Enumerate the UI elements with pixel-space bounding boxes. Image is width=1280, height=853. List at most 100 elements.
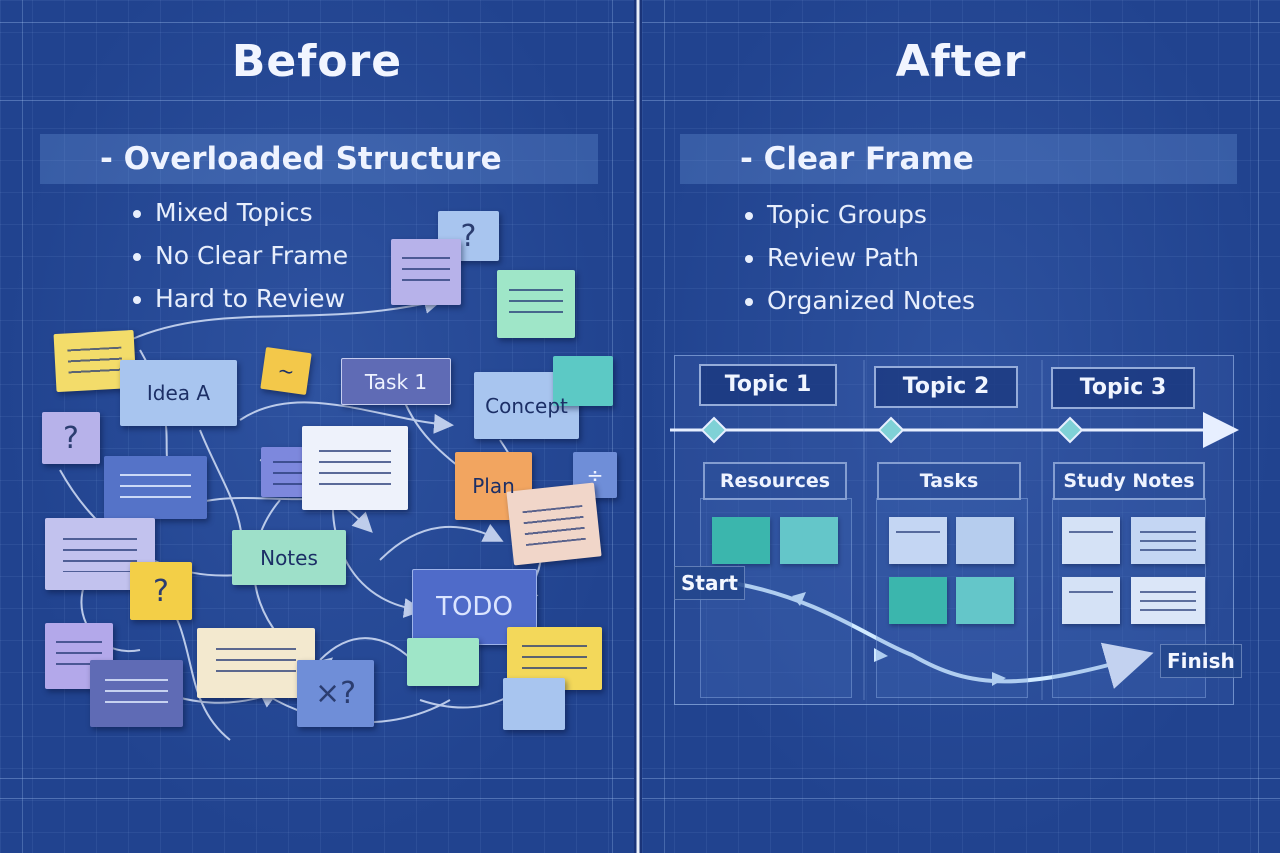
guide-line: [0, 778, 634, 779]
after-panel: After - Clear Frame Topic Groups Review …: [642, 0, 1280, 853]
start-label: Start: [674, 566, 745, 600]
sticky-note: [104, 456, 207, 519]
sticky-note-idea: Idea A: [120, 360, 237, 426]
sticky-note: [302, 426, 408, 510]
topic-2-box: Topic 2: [874, 366, 1018, 408]
before-panel: Before - Overloaded Structure Mixed Topi…: [0, 0, 634, 853]
sticky-note: [391, 239, 461, 305]
note-text: ÷: [586, 463, 604, 487]
sticky-note: [503, 678, 565, 730]
sticky-note: [497, 270, 575, 338]
bullet-dot: [745, 212, 753, 220]
card-lines: [895, 531, 941, 535]
bullet-text: Organized Notes: [767, 286, 976, 315]
guide-line: [0, 22, 634, 23]
before-heading: - Overloaded Structure: [40, 134, 598, 184]
note-text: Concept: [485, 393, 568, 418]
note-card: [1062, 577, 1120, 624]
note-card: [956, 517, 1014, 564]
sticky-note: [407, 638, 479, 686]
note-text: ?: [63, 420, 79, 456]
column-study-notes: Study Notes: [1053, 462, 1205, 500]
guide-line: [22, 0, 23, 853]
note-card: [1131, 577, 1205, 624]
guide-line: [664, 0, 665, 853]
bullet-text: Topic Groups: [767, 200, 927, 229]
note-lines: [402, 257, 450, 289]
note-card: [956, 577, 1014, 624]
bullet-text: Mixed Topics: [155, 198, 313, 227]
after-title: After: [895, 36, 1027, 87]
note-lines: [318, 449, 392, 489]
guide-line: [642, 100, 1280, 101]
column-resources: Resources: [703, 462, 847, 500]
bullet-dot: [133, 253, 141, 261]
sticky-note: ~: [260, 347, 312, 395]
bullet-dot: [745, 255, 753, 263]
sticky-note: [553, 356, 613, 406]
bullet-item: No Clear Frame: [133, 234, 348, 277]
bullet-item: Hard to Review: [133, 277, 348, 320]
bullet-text: Review Path: [767, 243, 920, 272]
note-lines: [104, 678, 169, 711]
card-lines: [1139, 591, 1197, 611]
note-lines: [522, 504, 586, 546]
note-lines: [522, 644, 587, 675]
finish-label: Finish: [1160, 644, 1242, 678]
after-heading: - Clear Frame: [680, 134, 1237, 184]
note-card: [712, 517, 770, 564]
card-lines: [1139, 531, 1197, 551]
bullet-item: Topic Groups: [745, 193, 975, 236]
note-text: ?: [153, 573, 169, 609]
guide-line: [0, 798, 634, 799]
note-text: TODO: [436, 592, 513, 622]
note-text: Plan: [472, 474, 515, 498]
note-lines: [509, 289, 563, 321]
after-bullet-list: Topic Groups Review Path Organized Notes: [745, 193, 975, 322]
bullet-dot: [133, 210, 141, 218]
note-text: ×?: [314, 676, 357, 711]
guide-line: [642, 798, 1280, 799]
guide-line: [612, 0, 613, 853]
note-lines: [215, 647, 297, 681]
note-card: [889, 517, 947, 564]
sticky-note: [45, 518, 155, 590]
bullet-dot: [745, 298, 753, 306]
bullet-text: No Clear Frame: [155, 241, 349, 270]
note-text: Notes: [260, 545, 318, 570]
note-card: [1131, 517, 1205, 564]
panel-divider: [634, 0, 642, 853]
note-card: [889, 577, 947, 624]
sticky-note-task: Task 1: [341, 358, 451, 405]
note-text: ~: [276, 357, 296, 385]
note-lines: [67, 346, 123, 377]
card-lines: [1068, 531, 1114, 535]
sticky-note-notes: Notes: [232, 530, 346, 585]
sticky-note: [197, 628, 315, 698]
note-card: [1062, 517, 1120, 564]
sticky-note: [506, 482, 602, 566]
note-text: Task 1: [364, 369, 428, 394]
column-tasks: Tasks: [877, 462, 1021, 500]
note-lines: [120, 473, 191, 504]
note-lines: [62, 538, 138, 572]
bullet-text: Hard to Review: [155, 284, 346, 313]
guide-line: [1258, 0, 1259, 853]
note-text: Idea A: [146, 381, 211, 405]
guide-line: [642, 778, 1280, 779]
bullet-item: Review Path: [745, 236, 975, 279]
before-bullet-list: Mixed Topics No Clear Frame Hard to Revi…: [133, 191, 348, 320]
review-path: [670, 360, 1239, 700]
sticky-note: ×?: [297, 660, 374, 727]
note-card: [780, 517, 838, 564]
sticky-note: ?: [42, 412, 100, 464]
card-lines: [1068, 591, 1114, 595]
before-title: Before: [231, 36, 403, 87]
note-text: ?: [460, 218, 477, 254]
bullet-item: Organized Notes: [745, 279, 975, 322]
guide-line: [0, 100, 634, 101]
topic-3-box: Topic 3: [1051, 367, 1195, 409]
bullet-item: Mixed Topics: [133, 191, 348, 234]
sticky-note: [90, 660, 183, 727]
topic-1-box: Topic 1: [699, 364, 837, 406]
